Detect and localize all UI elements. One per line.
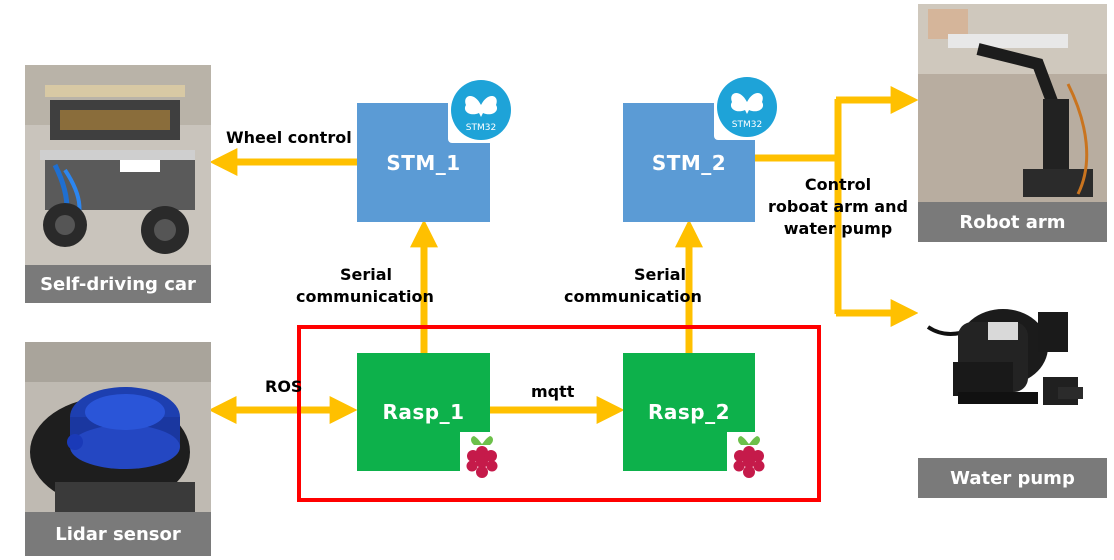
lidar-sensor-photo xyxy=(25,342,211,512)
stm-2-label: STM_2 xyxy=(651,150,727,175)
stm-1-label: STM_1 xyxy=(386,150,461,175)
mqtt-label: mqtt xyxy=(531,382,575,401)
rasp-2-label: Rasp_2 xyxy=(647,400,731,424)
self-driving-car-photo xyxy=(25,65,211,265)
serial-label-2-line2: communication xyxy=(564,287,702,306)
serial-label-1: Serial communication xyxy=(296,264,434,308)
serial-label-1-line2: communication xyxy=(296,287,434,306)
rasp-1-label: Rasp_1 xyxy=(382,400,465,424)
control-label: Control roboat arm and water pump xyxy=(768,174,908,240)
lidar-sensor-caption: Lidar sensor xyxy=(25,512,211,556)
raspberry-group-highlight xyxy=(297,325,821,502)
serial-label-2: Serial communication xyxy=(564,264,702,308)
robot-arm-caption: Robot arm xyxy=(918,202,1107,242)
robot-arm-photo xyxy=(918,4,1107,202)
water-pump-caption: Water pump xyxy=(918,458,1107,498)
serial-label-1-line1: Serial xyxy=(340,265,393,284)
control-label-line1: Control xyxy=(804,175,872,194)
wheel-control-label: Wheel control xyxy=(226,128,352,147)
stm32-logo-1-text: STM32 xyxy=(466,123,496,133)
control-label-line2: roboat arm and xyxy=(768,197,908,216)
ros-label: ROS xyxy=(265,377,303,396)
raspberry-pi-logo-2 xyxy=(727,432,771,482)
self-driving-car-caption: Self-driving car xyxy=(25,265,211,303)
stm32-logo-1: STM32 xyxy=(448,77,514,143)
raspberry-pi-logo-1 xyxy=(460,432,504,482)
stm32-logo-2-text: STM32 xyxy=(732,120,762,130)
water-pump-photo xyxy=(918,267,1107,458)
stm32-logo-2: STM32 xyxy=(714,74,780,140)
control-label-line3: water pump xyxy=(783,219,893,238)
serial-label-2-line1: Serial xyxy=(634,265,687,284)
